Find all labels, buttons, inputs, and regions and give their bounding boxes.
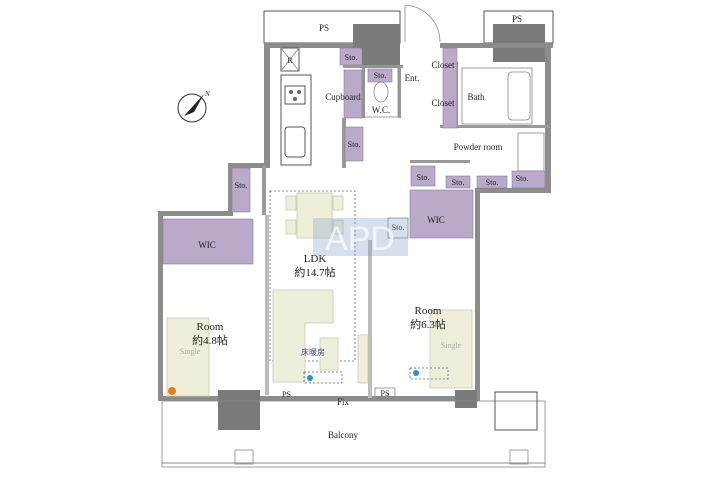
- compass-icon: N: [177, 90, 210, 123]
- wic-left-label: WIC: [198, 240, 216, 250]
- storage: [410, 165, 436, 187]
- column-bottom-right: [455, 390, 477, 408]
- entrance-door[interactable]: [404, 4, 441, 43]
- room-left-label: Room: [197, 321, 224, 333]
- bath: [461, 67, 533, 125]
- wic-right-label: WIC: [427, 215, 445, 225]
- wc-label: W.C.: [372, 105, 390, 115]
- water-drop-icon: [413, 370, 419, 376]
- storage-top: [339, 47, 363, 66]
- water-drop-icon: [307, 375, 313, 381]
- refrigerator-label: R: [287, 56, 293, 65]
- sink: [284, 126, 306, 158]
- watermark: [313, 218, 408, 256]
- storage: [511, 170, 546, 189]
- ac-unit: [303, 371, 343, 384]
- room-right-label: Room: [415, 305, 442, 317]
- storage-label: Sto.: [452, 178, 465, 187]
- floor-heating-area: [269, 190, 356, 362]
- storage: [476, 175, 508, 189]
- tv-board: [357, 334, 369, 384]
- bed-label: Single: [180, 347, 201, 356]
- sofa: [272, 289, 334, 383]
- powder-room-label: Powder room: [454, 142, 503, 152]
- ac-unit: [409, 367, 449, 380]
- closet: [442, 47, 458, 129]
- column-bottom: [218, 390, 260, 430]
- cupboard: [343, 69, 363, 119]
- wic-right: [409, 189, 474, 239]
- ldk-size: 約14.7帖: [294, 265, 335, 279]
- bath-label: Bath: [468, 92, 485, 102]
- closet-label: Closet: [431, 98, 455, 108]
- ps-top-right-label: PS: [512, 14, 522, 24]
- side-table: [319, 337, 339, 371]
- compass-north-label: N: [204, 90, 210, 98]
- ps-top-left-label: PS: [319, 23, 329, 33]
- outer-walls: [158, 43, 553, 401]
- fix-window-label: Fix: [337, 397, 350, 407]
- cupboard-label: Cupboard: [325, 92, 361, 102]
- ps-bottom-right-label: PS: [381, 389, 390, 398]
- single-bed: [166, 317, 210, 397]
- floor-heating-label: 床暖房: [301, 347, 325, 357]
- bathtub: [507, 71, 531, 121]
- dining-table: [296, 192, 333, 239]
- storage-label: Sto.: [417, 173, 430, 182]
- storage: [445, 175, 471, 189]
- storage-label: Sto.: [516, 174, 529, 183]
- storage-left: [231, 167, 251, 213]
- entrance-label: Ent.: [405, 73, 420, 83]
- ldk-label: LDK: [304, 253, 327, 265]
- bed-label: Single: [441, 341, 462, 350]
- single-bed: [429, 309, 473, 389]
- ps-bottom-left-label: PS: [282, 390, 291, 399]
- kitchen-counter: [280, 74, 312, 166]
- wc: [363, 66, 399, 118]
- storage-label: Sto.: [348, 140, 361, 149]
- wic-left: [162, 218, 254, 265]
- outdoor-unit: [494, 391, 538, 431]
- washbasin: [517, 132, 545, 172]
- room-left-size: 約4.8帖: [192, 333, 228, 347]
- room-right-size: 約6.3帖: [410, 317, 446, 331]
- storage-label: Sto.: [235, 181, 248, 190]
- heater-icon: [168, 387, 176, 395]
- storage-label: Sto.: [374, 71, 387, 80]
- storage-label: Sto.: [392, 223, 405, 232]
- balcony-label: Balcony: [328, 430, 358, 440]
- refrigerator: [280, 47, 300, 72]
- storage-wc-side: [344, 126, 364, 162]
- closet-label: Closet: [431, 60, 455, 70]
- stove: [284, 85, 306, 105]
- storage-label: Sto.: [486, 178, 499, 187]
- toilet-icon: [373, 81, 389, 103]
- storage-label: Sto.: [345, 53, 358, 62]
- watermark-text: APD: [325, 220, 395, 258]
